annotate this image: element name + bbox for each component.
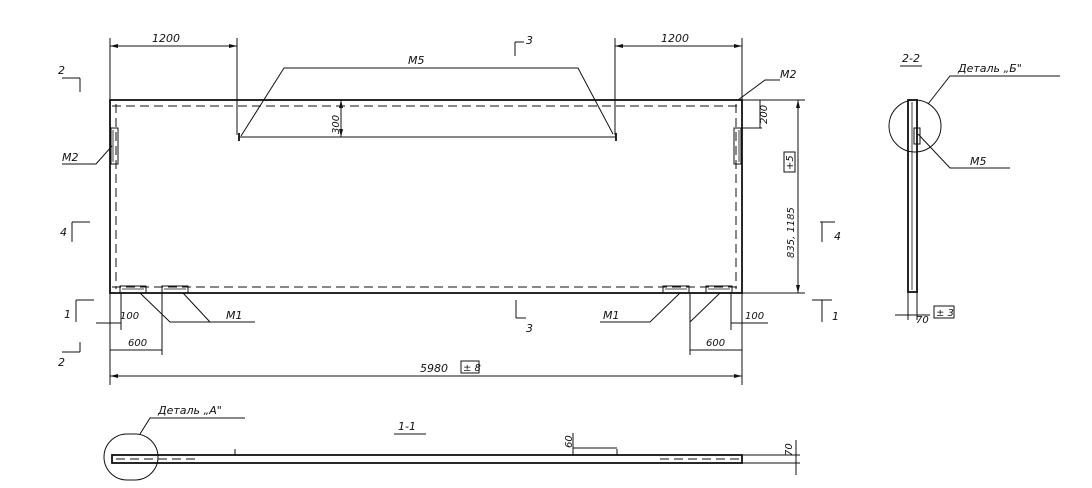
tol-side-box (933, 305, 955, 319)
view-2-2-title: 2-2 (902, 52, 920, 65)
section-3-top-label: 3 (526, 34, 533, 47)
dim-600-right-label: 600 (706, 338, 725, 349)
arrow (734, 374, 742, 378)
dim-200-label: 200 (759, 105, 770, 124)
m1-plate-2 (161, 285, 189, 294)
tol-side-label: ± 3 (936, 308, 954, 319)
tol-height-box (783, 151, 796, 173)
m1-left-leader-a (139, 292, 255, 323)
dim-300-label: 300 (331, 115, 342, 134)
detail-a-circle (103, 433, 159, 481)
dim-70-label: 70 (784, 443, 795, 456)
detail-a-label: Деталь „А" (157, 404, 222, 417)
m1-plate-4 (705, 285, 733, 294)
side-panel-outline (907, 99, 918, 293)
tol-overall-label: ± 8 (463, 363, 481, 374)
arrow (110, 374, 118, 378)
m5-label: М5 (408, 54, 425, 67)
dim-100-right-label: 100 (745, 311, 764, 322)
m5-leader (240, 67, 614, 137)
m5-side-label: М5 (970, 155, 987, 168)
top-dimensions: 1200 1200 300 3 (109, 32, 743, 137)
right-dimensions: 835, 1185 +5 200 М2 4 1 (737, 68, 841, 323)
dim-60-label: 60 (564, 435, 575, 448)
m2-plate-left (110, 127, 119, 165)
arrow (615, 44, 623, 48)
dim-600-left-label: 600 (128, 338, 147, 349)
m1-left-leader-b (182, 292, 211, 323)
detail-a-leader (139, 417, 245, 435)
tol-overall-box (460, 360, 480, 374)
tol-height-label: +5 (785, 155, 796, 170)
dim-100-left-label: 100 (120, 311, 139, 322)
dim-overall-label: 5980 (420, 362, 448, 375)
arrow (339, 129, 343, 137)
m2-left-label: М2 (62, 151, 79, 164)
panel-plan-view: М5 (109, 54, 743, 294)
arrow (796, 100, 800, 108)
side-view-2-2: 2-2 Деталь „Б" М5 70 ± 3 (888, 52, 1060, 326)
detail-b-label: Деталь „Б" (957, 62, 1022, 75)
m5-side-leader (917, 133, 1010, 169)
m2-right-leader (737, 79, 780, 101)
view-1-1-title: 1-1 (398, 420, 416, 433)
arrow (339, 100, 343, 108)
m1-right-leader-a (600, 292, 681, 323)
section-4-left-label: 4 (60, 226, 67, 239)
bottom-dimensions: 5980 ± 8 100 600 100 600 М1 М1 3 (96, 292, 768, 385)
section-1-left-label: 1 (64, 308, 71, 321)
m1-right-label: М1 (603, 309, 620, 322)
m2-plate-right (733, 127, 742, 165)
arrow (796, 285, 800, 293)
m2-left-leader (62, 145, 113, 165)
section-2-bottom-label: 2 (58, 356, 65, 369)
m1-plate-3 (662, 285, 690, 294)
dim-1200-left-label: 1200 (152, 32, 180, 45)
section-slab (111, 454, 743, 464)
left-annotations: 2 М2 4 1 2 (58, 64, 113, 369)
dim-side-label: 70 (916, 315, 929, 326)
section-3-bottom-label: 3 (526, 322, 533, 335)
m1-left-label: М1 (226, 309, 243, 322)
m2-right-label: М2 (780, 68, 797, 81)
section-1-right-label: 1 (832, 310, 839, 323)
section-2-top-label: 2 (58, 64, 65, 77)
section-1-1: 1-1 Деталь „А" 60 70 (103, 404, 800, 481)
panel-outline (109, 99, 743, 294)
arrow (229, 44, 237, 48)
detail-b-circle (888, 99, 942, 153)
detail-b-leader (927, 75, 1060, 105)
dim-height-label: 835, 1185 (786, 207, 797, 258)
dim-1200-right-label: 1200 (661, 32, 689, 45)
m1-plate-1 (119, 285, 147, 294)
section-4-right-label: 4 (834, 230, 841, 243)
m1-right-leader-b (689, 292, 721, 323)
arrow (110, 44, 118, 48)
arrow (734, 44, 742, 48)
